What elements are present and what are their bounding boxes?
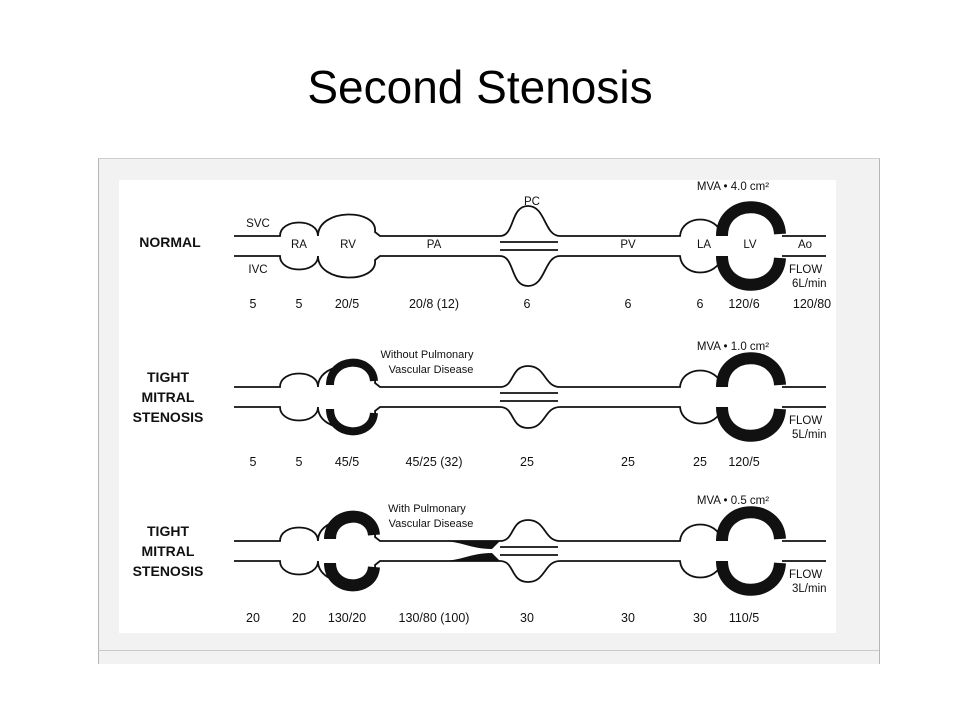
mva-label: MVA • 0.5 cm² <box>697 495 769 507</box>
flow-rate: 5L/min <box>792 429 827 441</box>
row-label: TIGHT <box>147 369 189 385</box>
row-label: TIGHT <box>147 523 189 539</box>
vascular-note: With Pulmonary <box>388 503 466 515</box>
pressure-value: 20/5 <box>335 297 359 311</box>
label-svc: SVC <box>246 218 270 230</box>
label-ao: Ao <box>798 239 812 251</box>
vessel-upper-wall <box>234 205 723 237</box>
lv-wall <box>716 506 786 542</box>
rv-wall-thick <box>324 510 380 540</box>
row-label: STENOSIS <box>133 563 204 579</box>
pressure-value: 6 <box>625 297 632 311</box>
row-label: MITRAL <box>142 543 195 559</box>
label-pa: PA <box>427 239 442 251</box>
lv-wall <box>716 201 786 237</box>
pressure-value: 30 <box>520 611 534 625</box>
frame-bottom-line <box>98 650 879 651</box>
vessel-lower-wall <box>234 406 723 430</box>
vessel-lower-wall <box>234 255 723 287</box>
vessel-upper-wall <box>234 364 723 388</box>
pressure-value: 5 <box>250 455 257 469</box>
pressure-value: 130/20 <box>328 611 366 625</box>
label-rv: RV <box>340 239 356 251</box>
pressure-value: 5 <box>296 455 303 469</box>
pa-vascular-disease <box>440 553 500 561</box>
vessel-lower-wall <box>234 560 723 584</box>
rv-wall-thick <box>326 408 378 436</box>
pa-vascular-disease <box>440 541 500 549</box>
diagram-row-3: TIGHT MITRAL STENOSIS MVA • 0.5 cm² FLOW 3L/m… <box>133 495 827 625</box>
rv-wall-thick <box>324 562 380 592</box>
pressure-value: 120/6 <box>728 297 759 311</box>
pressure-value: 130/80 (100) <box>399 611 470 625</box>
pressure-value: 6 <box>524 297 531 311</box>
pressure-value: 6 <box>697 297 704 311</box>
diagram-row-1: NORMAL SVC IVC RA RV PA PC PV LA LV Ao MVA • 4.0 cm… <box>139 181 831 311</box>
pressure-value: 20 <box>246 611 260 625</box>
vascular-note: Vascular Disease <box>389 364 474 376</box>
flow-label: FLOW <box>789 569 822 581</box>
pressure-value: 20/8 (12) <box>409 297 459 311</box>
mva-label: MVA • 4.0 cm² <box>697 181 769 193</box>
diagram-row-2: TIGHT MITRAL STENOSIS MVA • 1.0 cm² FLOW 5L/m… <box>133 341 827 469</box>
pressure-value: 45/5 <box>335 455 359 469</box>
flow-rate: 3L/min <box>792 583 827 595</box>
vascular-note: Vascular Disease <box>389 518 474 530</box>
pressure-value: 20 <box>292 611 306 625</box>
pressure-value: 120/5 <box>728 455 759 469</box>
lv-wall <box>716 406 786 442</box>
label-pv: PV <box>620 239 636 251</box>
label-ra: RA <box>291 239 307 251</box>
vessel-upper-wall <box>234 518 723 542</box>
row-label: MITRAL <box>142 389 195 405</box>
flow-rate: 6L/min <box>792 278 827 290</box>
lv-wall <box>716 560 786 596</box>
pressure-value: 110/5 <box>729 611 759 625</box>
flow-label: FLOW <box>789 264 822 276</box>
pressure-value: 120/80 <box>793 297 831 311</box>
pressure-value: 45/25 (32) <box>406 455 463 469</box>
row-label: NORMAL <box>139 234 201 250</box>
pressure-value: 5 <box>296 297 303 311</box>
label-pc: PC <box>524 196 540 208</box>
vascular-note: Without Pulmonary <box>381 349 474 361</box>
label-lv: LV <box>743 239 757 251</box>
row-label: STENOSIS <box>133 409 204 425</box>
label-ivc: IVC <box>248 264 267 276</box>
lv-wall <box>716 255 786 291</box>
label-la: LA <box>697 239 711 251</box>
pressure-value: 25 <box>520 455 534 469</box>
lv-wall <box>716 352 786 388</box>
rv-wall-thick <box>326 358 378 386</box>
pressure-value: 5 <box>250 297 257 311</box>
pressure-value: 25 <box>621 455 635 469</box>
mva-label: MVA • 1.0 cm² <box>697 341 769 353</box>
pressure-value: 30 <box>621 611 635 625</box>
pressure-value: 30 <box>693 611 707 625</box>
pressure-value: 25 <box>693 455 707 469</box>
slide-title: Second Stenosis <box>307 61 653 113</box>
flow-label: FLOW <box>789 415 822 427</box>
